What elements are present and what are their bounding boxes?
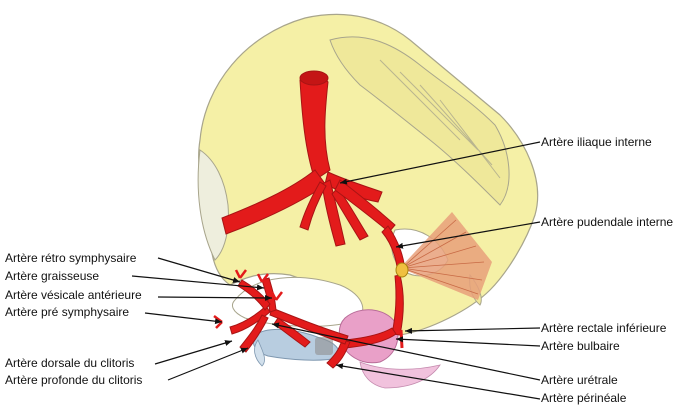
leader-pudendale-interne [395,221,541,249]
label-uretrale: Artère urétrale [541,373,618,387]
leader-graisseuse [131,275,265,291]
leader-uretrale [271,322,541,381]
label-pudendale-interne: Artère pudendale interne [541,215,674,229]
label-profonde-clitoris: Artère profonde du clitoris [5,373,143,387]
leader-iliaque-interne [339,141,541,185]
leader-bulbaire [395,336,541,347]
leader-profonde-clitoris [167,347,249,381]
label-pre-symphysaire: Artère pré symphysaire [5,305,130,319]
leader-perineale [335,363,541,400]
label-rectale-inferieure: Artère rectale inférieure [541,321,667,335]
label-iliaque-interne: Artère iliaque interne [541,135,652,149]
leader-pre-symphysaire [144,312,223,325]
leader-vesicale-anterieure [157,294,273,301]
leader-retro-symphysaire [157,257,241,283]
label-retro-symphysaire: Artère rétro symphysaire [5,251,137,265]
leader-rectale-inferieure [404,327,541,334]
label-perineale: Artère périnéale [541,391,627,405]
leader-dorsale-clitoris [154,340,233,365]
leader-lines [131,141,541,400]
label-dorsale-clitoris: Artère dorsale du clitoris [5,356,135,370]
label-graisseuse: Artère graisseuse [5,269,100,283]
label-vesicale-anterieure: Artère vésicale antérieure [5,288,142,302]
label-bulbaire: Artère bulbaire [541,339,620,353]
